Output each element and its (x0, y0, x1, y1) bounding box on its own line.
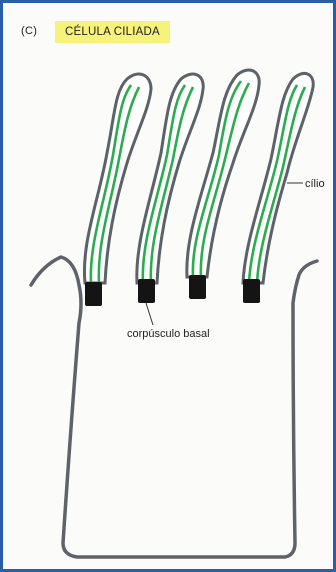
cilia-label: cílio (305, 178, 325, 190)
basal-body-3 (189, 275, 206, 299)
basal-body-2 (138, 279, 155, 303)
ciliated-cell-diagram: cílio corpúsculo basal (3, 3, 336, 572)
basal-body-4 (243, 279, 260, 303)
cell-apical-surface (79, 293, 293, 297)
basal-body-label: corpúsculo basal (127, 328, 210, 340)
basal-body-leader-line (146, 303, 153, 325)
cell-membrane (31, 257, 317, 557)
basal-body-1 (85, 282, 102, 306)
